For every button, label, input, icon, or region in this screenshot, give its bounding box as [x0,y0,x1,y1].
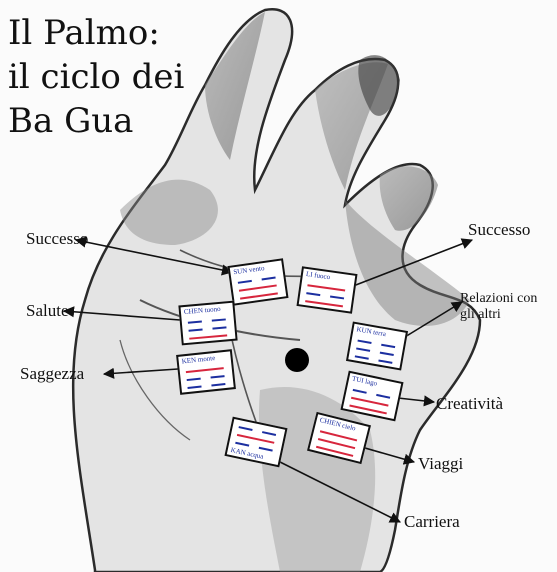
title-line-2: il ciclo dei [8,57,185,97]
label-carriera: Carriera [404,512,460,531]
leader-viaggi [357,445,416,465]
leader-saggezza [102,367,179,379]
leader-successo-right [347,238,474,289]
leader-successo-left [74,236,234,276]
trigram-li-label: LI fuoco [305,269,331,282]
trigram-sun: SUN vento [227,258,289,306]
label-saggezza: Saggezza [20,364,85,383]
label-salute: Salute [26,301,69,320]
title-line-3: Ba Gua [8,101,134,141]
trigram-sun-label: SUN vento [232,264,265,277]
trigram-kun-label: KUN terra [355,325,387,339]
label-relazioni-line1: Relazioni con [460,291,538,306]
leader-creativita [397,395,436,407]
label-successo-left: Successo [26,229,89,248]
leader-carriera [267,455,402,523]
leader-lines [62,236,474,523]
label-successo-right: Successo [468,220,531,239]
trigram-chen: CHEN tuono [178,300,238,346]
label-relazioni-line2: gli altri [460,307,501,322]
title-line-1: Il Palmo: [8,13,160,53]
leader-relazioni [399,301,463,341]
leader-salute [62,306,181,321]
label-viaggi: Viaggi [418,454,464,473]
trigram-chen-label: CHEN tuono [183,304,221,317]
trigram-tui-label: TUI lago [351,374,378,388]
trigram-ken-label: KEN monte [181,353,216,366]
center-dot-icon [285,348,309,372]
trigram-li: LI fuoco [296,266,358,314]
trigram-ken: KEN monte [176,349,236,395]
label-creativita: Creatività [436,394,504,413]
